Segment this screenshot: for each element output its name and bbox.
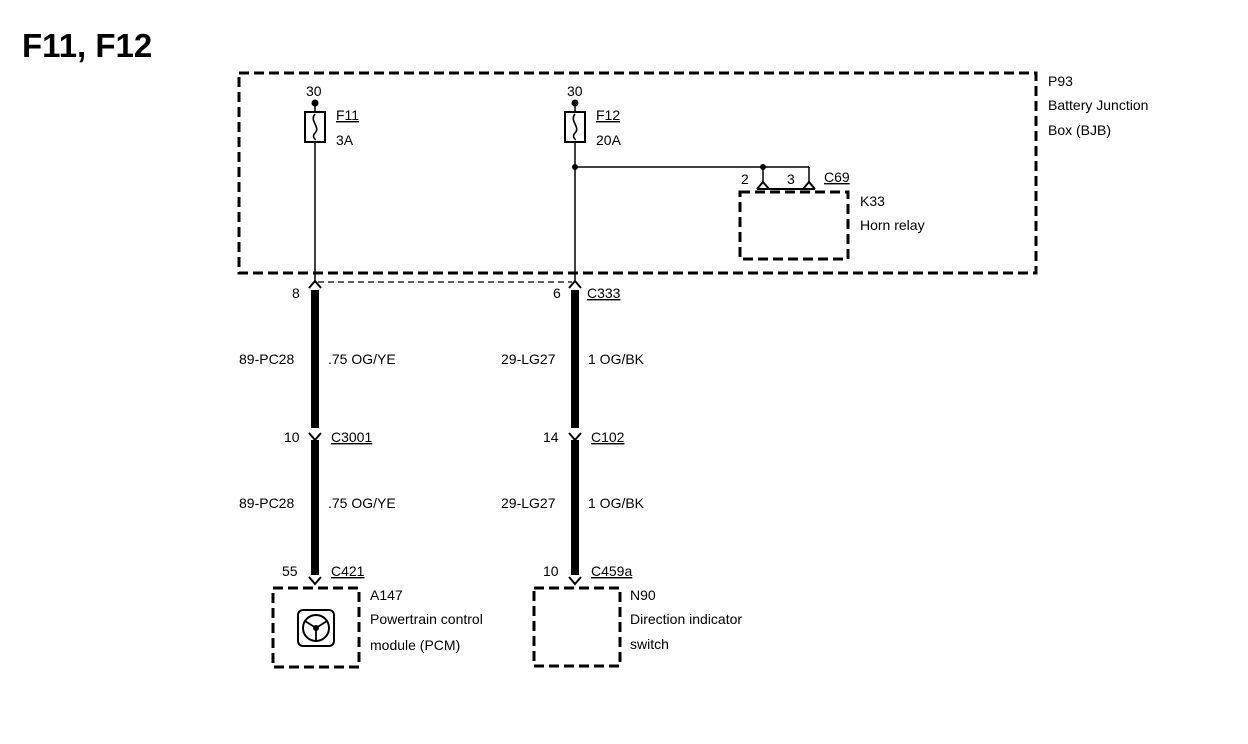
- bjb-name-line2: Box (BJB): [1048, 122, 1111, 138]
- right-pin-bottom: 10: [543, 563, 559, 579]
- left-wire2-circuit: 89-PC28: [239, 495, 294, 511]
- horn-relay-outline: [738, 190, 850, 261]
- fuse-f11: 30 F11 3A: [304, 83, 359, 148]
- bjb-id: P93: [1048, 73, 1073, 89]
- relay-pin2-connector-icon: [756, 180, 770, 190]
- left-wire1-circuit: 89-PC28: [239, 351, 294, 367]
- right-mid-connector-icon: [568, 432, 582, 442]
- page-title: F11, F12: [22, 27, 152, 64]
- direction-switch-name-line1: Direction indicator: [630, 611, 742, 627]
- left-wire2-spec: .75 OG/YE: [328, 495, 396, 511]
- left-wire1-spec: .75 OG/YE: [328, 351, 396, 367]
- horn-relay-name: Horn relay: [860, 217, 925, 233]
- direction-indicator-switch: N90 Direction indicator switch: [532, 586, 742, 668]
- left-mid-connector-icon: [308, 432, 322, 442]
- direction-switch-id: N90: [630, 587, 656, 603]
- left-pin-bottom: 55: [282, 563, 298, 579]
- right-wire1-circuit: 29-LG27: [501, 351, 556, 367]
- fuse-f11-id: F11: [336, 107, 359, 123]
- right-pin-mid: 14: [543, 429, 559, 445]
- right-wire2-circuit: 29-LG27: [501, 495, 556, 511]
- right-pin-top: 6: [553, 285, 561, 301]
- right-connector-top: C333: [587, 285, 621, 301]
- relay-pin3-connector-icon: [802, 180, 816, 190]
- connector-left-top-icon: [308, 279, 322, 289]
- direction-switch-name-line2: switch: [630, 636, 669, 652]
- pcm-id: A147: [370, 587, 403, 603]
- fuse-f11-rating: 3A: [336, 132, 354, 148]
- direction-switch-outline: [532, 586, 622, 668]
- relay-pin-2: 2: [741, 171, 749, 187]
- right-connector-bottom: C459a: [591, 563, 632, 579]
- fuse-f11-terminal: 30: [306, 83, 322, 99]
- pcm-name-line2: module (PCM): [370, 637, 460, 653]
- connector-right-top-icon: [568, 279, 582, 289]
- right-connector-mid: C102: [591, 429, 625, 445]
- horn-relay: 2 3 C69 K33 Horn relay: [738, 169, 925, 261]
- horn-relay-id: K33: [860, 193, 885, 209]
- circuit-left: 8 89-PC28 .75 OG/YE 10 C3001 89-PC28 .75…: [239, 285, 396, 586]
- pcm-outline: [271, 586, 361, 669]
- left-pin-mid: 10: [284, 429, 300, 445]
- fuse-f12-rating: 20A: [596, 132, 622, 148]
- fuse-f12-terminal: 30: [567, 83, 583, 99]
- fuse-f12: 30 F12 20A: [564, 83, 622, 148]
- bjb-name-line1: Battery Junction: [1048, 97, 1148, 113]
- relay-connector: C69: [824, 169, 850, 185]
- left-connector-mid: C3001: [331, 429, 372, 445]
- fuse-f11-icon: [304, 111, 326, 143]
- right-wire1-spec: 1 OG/BK: [588, 351, 645, 367]
- fuse-f12-id: F12: [596, 107, 620, 123]
- pcm-module: A147 Powertrain control module (PCM): [271, 586, 483, 669]
- steering-wheel-icon: [297, 609, 335, 647]
- right-wire2-spec: 1 OG/BK: [588, 495, 645, 511]
- bjb-outline: [237, 71, 1038, 275]
- left-connector-bottom: C421: [331, 563, 365, 579]
- relay-pin-3: 3: [787, 171, 795, 187]
- circuit-right: 6 C333 29-LG27 1 OG/BK 14 C102 29-LG27 1…: [501, 285, 645, 586]
- pcm-name-line1: Powertrain control: [370, 611, 483, 627]
- right-bottom-connector-icon: [568, 576, 582, 586]
- fuse-f12-icon: [564, 111, 586, 143]
- left-bottom-connector-icon: [308, 576, 322, 586]
- left-pin-top: 8: [292, 285, 300, 301]
